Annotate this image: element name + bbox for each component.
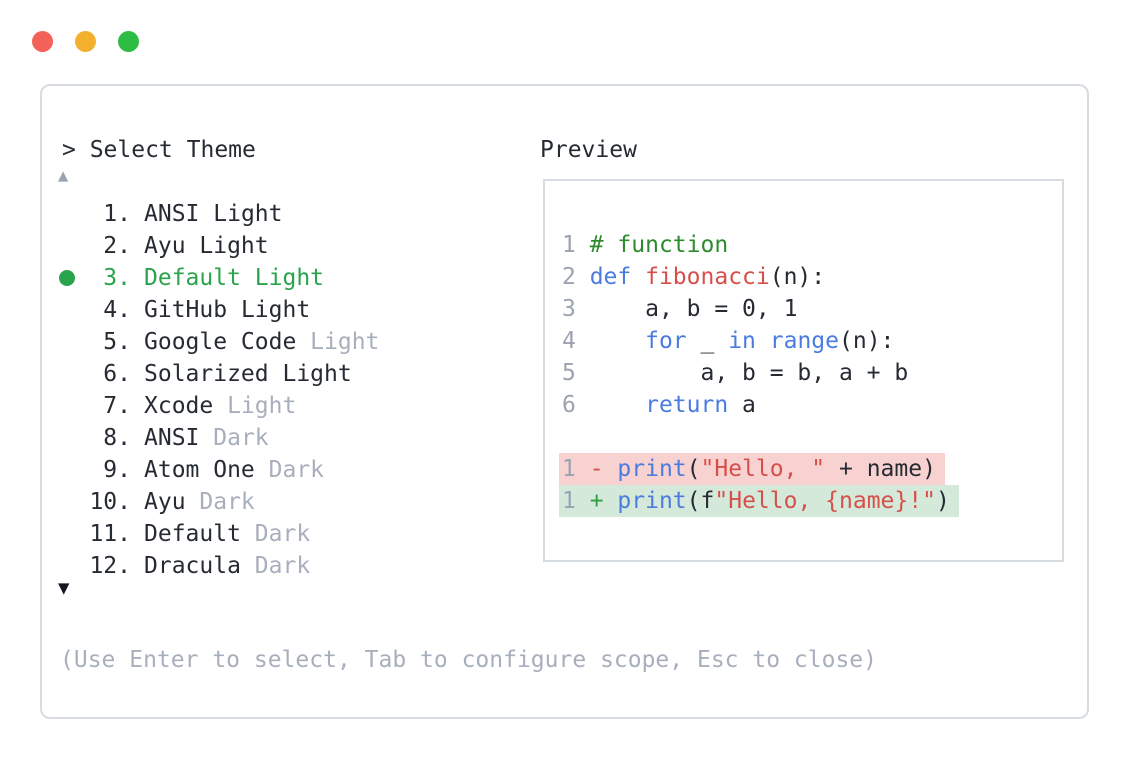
code-line: 1 - print("Hello, " + name)	[559, 453, 959, 485]
theme-list-item[interactable]: 1. ANSI Light	[59, 198, 379, 230]
line-number: 1	[562, 232, 590, 258]
theme-list-item[interactable]: 6. Solarized Light	[59, 358, 379, 390]
code-preview: 1 # function 2 def fibonacci(n): 3 a, b = …	[559, 229, 959, 517]
code-line	[562, 421, 959, 453]
code-line: 1 # function	[562, 232, 729, 258]
theme-variant: Light	[213, 201, 283, 227]
theme-name: Ayu Light	[144, 233, 269, 259]
line-number: 6	[562, 392, 590, 418]
theme-variant: Dark	[254, 521, 311, 547]
theme-number: 12.	[89, 553, 131, 579]
theme-list-item[interactable]: 3. Default Light	[59, 262, 379, 294]
line-number: 5	[562, 360, 590, 386]
code-line: 2 def fibonacci(n):	[562, 264, 826, 290]
code-line: 1 + print(f"Hello, {name}!")	[559, 485, 959, 517]
theme-list-item[interactable]: 5. Google Code Light	[59, 326, 379, 358]
line-number: 4	[562, 328, 590, 354]
theme-list-item[interactable]: 12. Dracula Dark	[59, 550, 379, 582]
window-controls	[32, 31, 139, 52]
theme-list-item[interactable]: 11. Default Dark	[59, 518, 379, 550]
minimize-button[interactable]	[75, 31, 96, 52]
preview-label: Preview	[540, 137, 637, 163]
theme-name: Xcode Light	[144, 393, 297, 419]
theme-number: 8.	[103, 425, 131, 451]
theme-list-item[interactable]: 8. ANSI Dark	[59, 422, 379, 454]
theme-number: 10.	[89, 489, 131, 515]
theme-number: 5.	[103, 329, 131, 355]
theme-name: ANSI Dark	[144, 425, 269, 451]
theme-variant: Light	[254, 265, 325, 291]
line-number: 3	[562, 296, 590, 322]
theme-number: 2.	[103, 233, 131, 259]
theme-number: 4.	[103, 297, 131, 323]
selected-dot-icon	[59, 270, 75, 286]
theme-variant: Dark	[213, 425, 269, 451]
theme-number: 9.	[103, 457, 131, 483]
theme-name: Ayu Dark	[144, 489, 255, 515]
prompt-label: > Select Theme	[62, 137, 256, 163]
theme-selector-panel: > Select Theme ▲ 1. ANSI Light 2. Ayu Light…	[40, 84, 1089, 719]
theme-variant: Light	[227, 393, 297, 419]
line-number: 1	[562, 456, 590, 482]
theme-number: 3.	[103, 265, 131, 291]
code-line: 6 return a	[562, 392, 756, 418]
theme-name: Atom One Dark	[144, 457, 325, 483]
theme-variant: Light	[240, 297, 311, 323]
theme-variant: Light	[199, 233, 269, 259]
scroll-up-icon[interactable]: ▲	[58, 166, 69, 186]
theme-name: Default Light	[144, 265, 325, 291]
theme-list-item[interactable]: 9. Atom One Dark	[59, 454, 379, 486]
preview-pane: 1 # function 2 def fibonacci(n): 3 a, b = …	[543, 179, 1064, 562]
theme-list-item[interactable]: 4. GitHub Light	[59, 294, 379, 326]
close-button[interactable]	[32, 31, 53, 52]
theme-list-item[interactable]: 2. Ayu Light	[59, 230, 379, 262]
theme-name: Solarized Light	[144, 361, 352, 387]
scroll-down-icon[interactable]: ▼	[58, 577, 70, 599]
theme-variant: Dark	[254, 553, 311, 579]
theme-variant: Light	[282, 361, 352, 387]
theme-name: Default Dark	[144, 521, 311, 547]
code-line: 4 for _ in range(n):	[562, 328, 895, 354]
theme-variant: Dark	[268, 457, 325, 483]
theme-name: ANSI Light	[144, 201, 283, 227]
theme-number: 7.	[103, 393, 131, 419]
theme-number: 6.	[103, 361, 131, 387]
line-number: 2	[562, 264, 590, 290]
code-line: 5 a, b = b, a + b	[562, 360, 909, 386]
line-number: 1	[562, 488, 590, 514]
help-text: (Use Enter to select, Tab to configure s…	[60, 647, 877, 673]
theme-variant: Dark	[199, 489, 255, 515]
theme-list: 1. ANSI Light 2. Ayu Light 3. Default Light 4.…	[59, 198, 379, 582]
theme-list-item[interactable]: 10. Ayu Dark	[59, 486, 379, 518]
theme-list-item[interactable]: 7. Xcode Light	[59, 390, 379, 422]
theme-name: Google Code Light	[144, 329, 380, 355]
bullet-column	[59, 270, 87, 286]
zoom-button[interactable]	[118, 31, 139, 52]
theme-number: 11.	[89, 521, 131, 547]
code-line: 3 a, b = 0, 1	[562, 296, 798, 322]
theme-variant: Light	[310, 329, 380, 355]
theme-name: Dracula Dark	[144, 553, 311, 579]
theme-number: 1.	[103, 201, 131, 227]
theme-name: GitHub Light	[144, 297, 311, 323]
